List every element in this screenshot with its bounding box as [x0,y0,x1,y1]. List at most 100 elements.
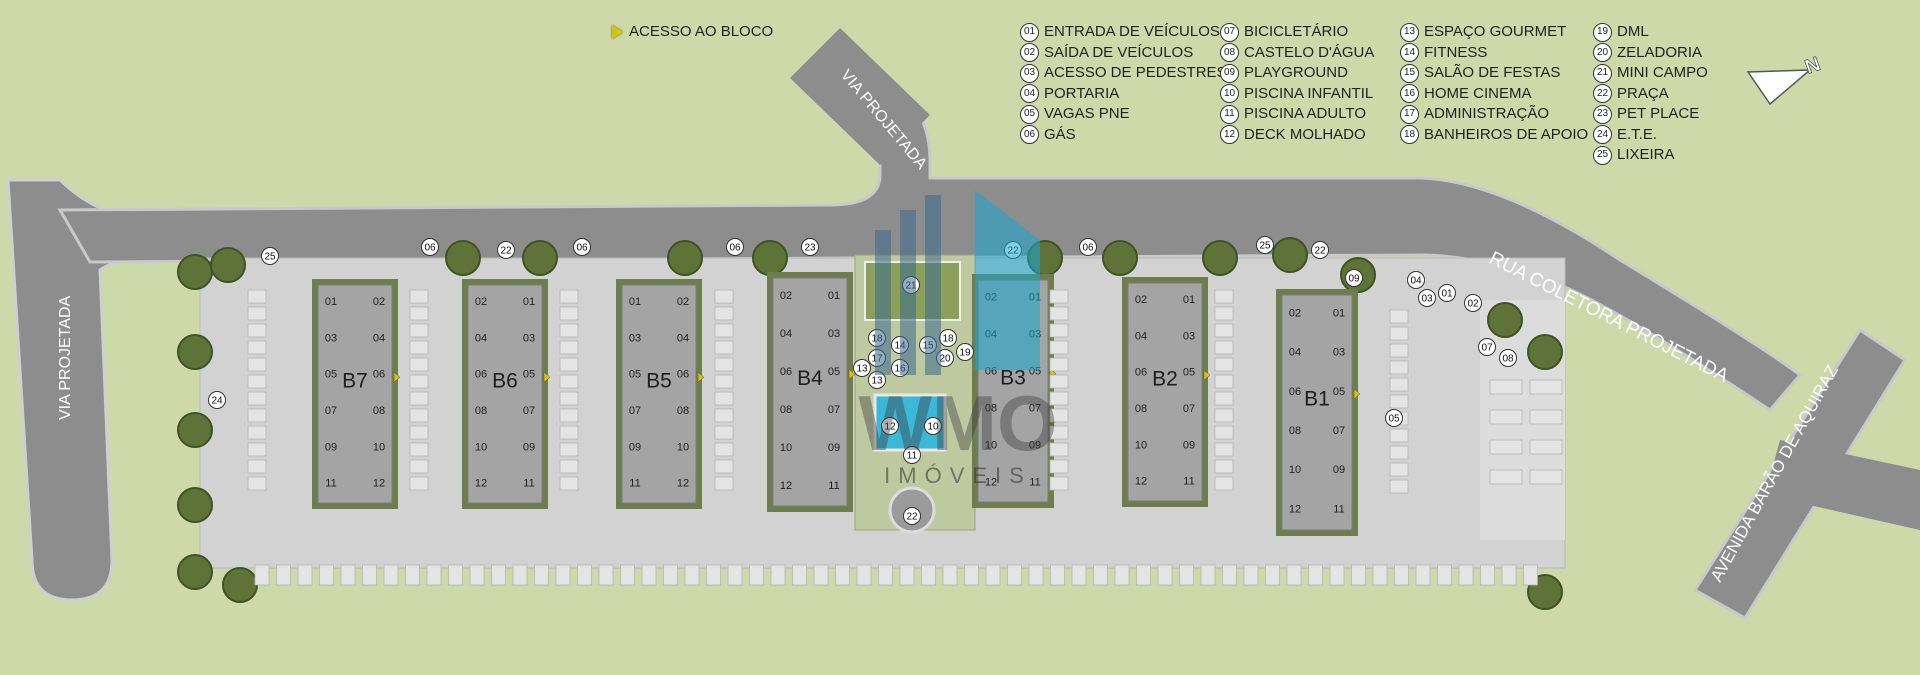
trees [177,237,1563,610]
parking-stall [856,564,872,586]
parking-stall [1529,409,1563,425]
parking-stall [1489,439,1523,455]
block-name: B4 [797,367,823,390]
watermark-bar-2 [900,210,916,375]
parking-stall [1157,564,1173,586]
parking-stall [1415,564,1431,586]
unit-label: 08 [1135,403,1147,415]
tree-icon [1102,240,1138,276]
parking-stall [1389,462,1409,477]
parking-stall [1049,408,1069,423]
parking-stall [1007,564,1022,586]
legend-number: 11 [1220,104,1239,124]
marker-circle [497,241,515,259]
marker-number: 03 [1421,294,1433,305]
legend-number: 15 [1400,63,1419,83]
parking-stall [1437,564,1452,586]
parking-stall [1093,564,1108,586]
parking-stall [714,476,734,491]
marker-circle [1407,271,1425,289]
parking-stall [409,476,429,491]
marker-number: 24 [211,396,223,407]
parking-stall [1049,425,1069,440]
unit-label: 02 [1135,294,1147,306]
parking-stall [1071,564,1087,586]
parking-stall [1458,564,1474,586]
block-name: B3 [1000,366,1026,389]
marker: 06 [1079,238,1097,256]
parking-stall [1308,564,1323,586]
parking-stall [1049,459,1069,474]
parking-stall [559,374,579,389]
marker: 13 [868,371,886,389]
parking-stall [1501,564,1517,586]
parking-stall [247,289,267,304]
marker-circle [1478,338,1496,356]
parking-stall [1529,379,1563,395]
parking-stall [448,564,463,586]
parking-stall [559,357,579,372]
access-arrow-icon [1203,369,1211,381]
parking-stall [1114,564,1130,586]
marker: 01 [1438,284,1456,302]
legend-label: PET PLACE [1617,105,1700,122]
parking-stall [1049,289,1069,304]
parking-stall [835,564,850,586]
unit-label: 01 [629,296,641,308]
parking-stall [1214,408,1234,423]
parking-stall [620,564,635,586]
unit-label: 07 [325,405,337,417]
unit-label: 09 [523,441,535,453]
parking-stall [899,564,915,586]
parking-stall [706,564,721,586]
parking-stall [1351,564,1366,586]
parking-stall [749,564,764,586]
parking-stall [1243,564,1259,586]
parking-stall [792,564,807,586]
parking-stall [409,374,429,389]
parking-stall [383,564,399,586]
parking-stall [247,340,267,355]
parking-stall [247,357,267,372]
legend-number: 24 [1593,125,1612,145]
unit-label: 04 [1135,330,1147,342]
access-arrow-icon [543,371,551,383]
marker-circle [1345,269,1363,287]
parking-stall [254,564,270,586]
parking-stall [714,374,734,389]
parking-stall [247,306,267,321]
unit-label: 10 [475,441,487,453]
marker-circle [1385,409,1403,427]
unit-label: 11 [828,480,839,492]
parking-stall [1049,442,1069,457]
legend-number: 01 [1020,22,1039,42]
legend-label: SAÍDA DE VEÍCULOS [1044,43,1194,61]
unit-label: 06 [1289,386,1301,398]
block-footprint [621,284,697,504]
parking-stall [247,391,267,406]
legend-label: DECK MOLHADO [1244,125,1366,143]
unit-label: 05 [325,369,337,381]
parking-stall [714,306,734,321]
parking-stall [1389,326,1409,341]
parking-stall [1049,476,1069,491]
tree-icon [1272,237,1308,273]
marker-circle [1079,238,1097,256]
marker-number: 12 [884,422,896,433]
legend-number: 09 [1220,63,1239,83]
parking-stall [1214,391,1234,406]
parking-stall [512,564,528,586]
parking-stall [1529,439,1563,455]
parking-stall [1049,391,1069,406]
parking-stall [559,340,579,355]
parking-stall [1214,425,1234,440]
marker-number: 22 [1314,246,1326,257]
parking-stall [247,459,267,474]
